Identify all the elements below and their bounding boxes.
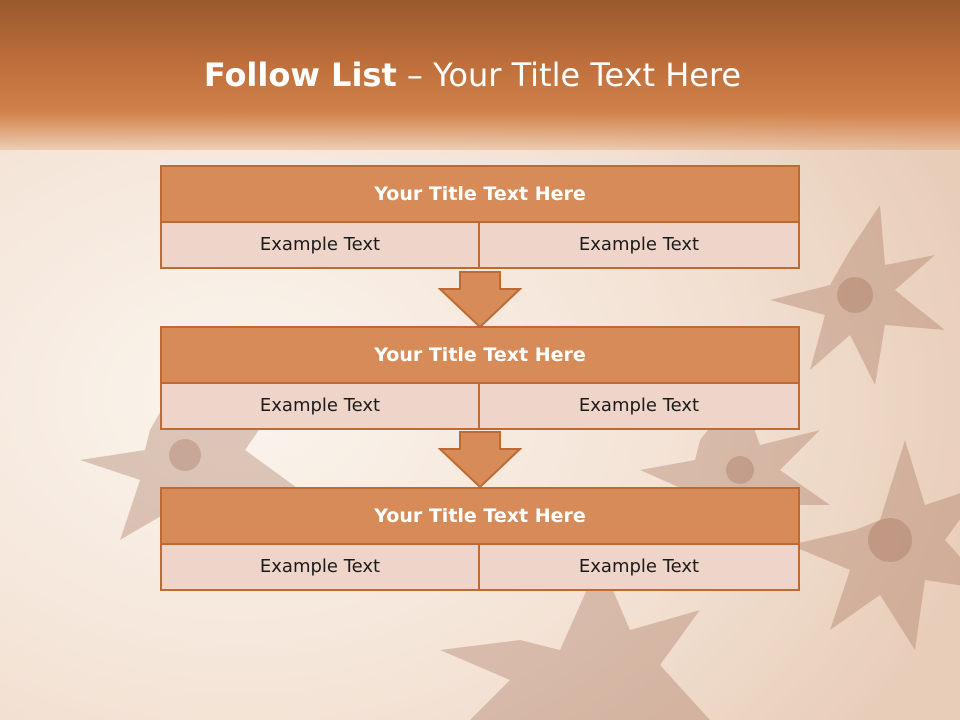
block-3-right-cell: Example Text (578, 556, 700, 577)
down-arrow-icon (438, 271, 522, 329)
block-1-left-cell: Example Text (162, 223, 480, 267)
slide-title-rest: – Your Title Text Here (396, 56, 742, 94)
block-2-right-cell: Example Text (578, 395, 700, 416)
block-3-header: Your Title Text Here (162, 489, 798, 545)
title-bar (0, 0, 960, 150)
down-arrow-icon (438, 431, 522, 489)
block-1-header: Your Title Text Here (162, 167, 798, 223)
list-block-3: Your Title Text Here Example Text Exampl… (160, 487, 800, 591)
block-3-left-cell: Example Text (162, 545, 480, 589)
block-2-left-cell: Example Text (162, 384, 480, 428)
block-2-header: Your Title Text Here (162, 328, 798, 384)
block-1-right-cell: Example Text (578, 234, 700, 255)
slide-title-bold: Follow List (203, 56, 397, 94)
slide-title: Follow List – Your Title Text Here (0, 55, 945, 95)
list-block-1: Your Title Text Here Example Text Exampl… (160, 165, 800, 269)
list-block-2: Your Title Text Here Example Text Exampl… (160, 326, 800, 430)
